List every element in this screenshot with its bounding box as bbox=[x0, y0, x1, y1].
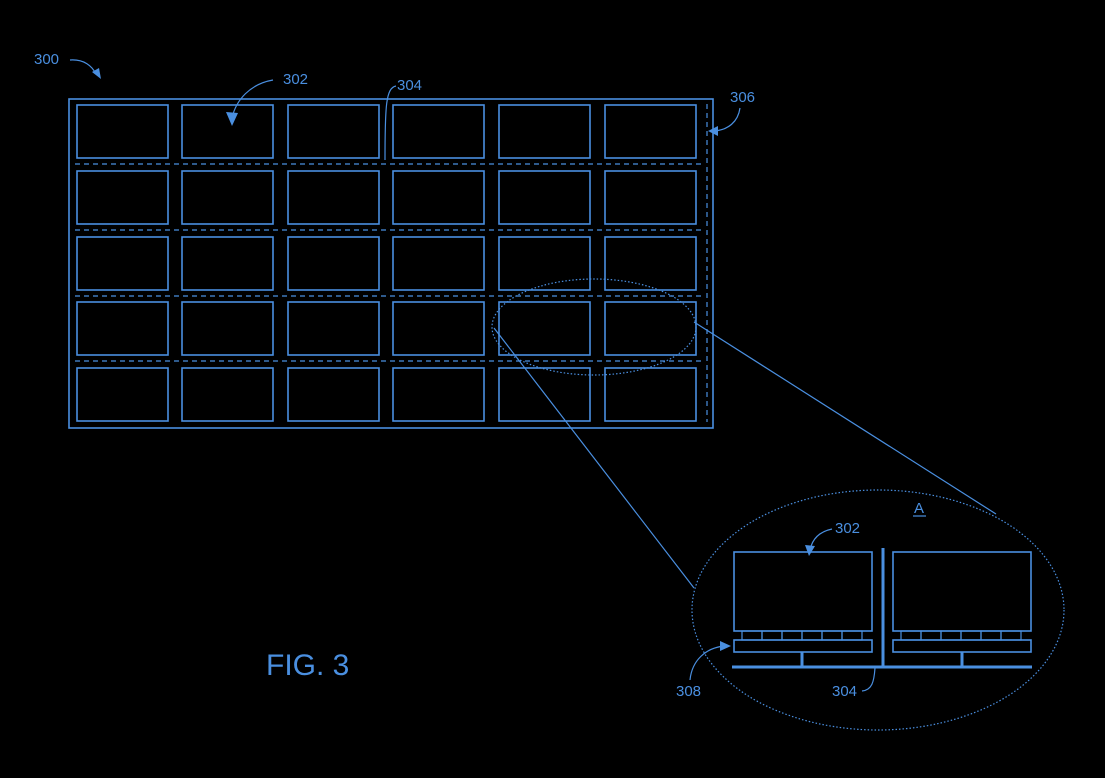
left-pad-2 bbox=[762, 631, 782, 640]
left-pad-5 bbox=[822, 631, 842, 640]
panel-r2-c1 bbox=[77, 171, 168, 224]
panel-r3-c4 bbox=[393, 237, 484, 290]
panel-r4-c5 bbox=[499, 302, 590, 355]
ref-300-leader bbox=[70, 60, 96, 74]
zoom-line-left bbox=[494, 328, 694, 588]
panel-r4-c2 bbox=[182, 302, 273, 355]
ref-304-detail: 304 bbox=[832, 683, 857, 700]
detail-ellipse bbox=[692, 490, 1064, 730]
panel-r2-c3 bbox=[288, 171, 379, 224]
right-pad-6 bbox=[1001, 631, 1021, 640]
panel-r4-c3 bbox=[288, 302, 379, 355]
panel-r2-c5 bbox=[499, 171, 590, 224]
ref-302-detail-arrow bbox=[805, 545, 815, 556]
panel-r5-c4 bbox=[393, 368, 484, 421]
ref-304-detail-leader bbox=[862, 668, 875, 691]
ref-308-leader bbox=[690, 646, 724, 680]
ref-302: 302 bbox=[283, 71, 308, 88]
left-pad-3 bbox=[782, 631, 802, 640]
panel-array-frame bbox=[69, 99, 713, 428]
ref-306: 306 bbox=[730, 89, 755, 106]
panel-r2-c6 bbox=[605, 171, 696, 224]
figure-title: FIG. 3 bbox=[266, 649, 349, 682]
panel-r3-c5 bbox=[499, 237, 590, 290]
zoom-line-right bbox=[694, 322, 996, 514]
left-pad-1 bbox=[742, 631, 762, 640]
ref-302-arrow bbox=[226, 112, 238, 126]
zoom-region-ellipse bbox=[492, 279, 696, 375]
ref-304: 304 bbox=[397, 77, 422, 94]
ref-304-leader bbox=[385, 86, 396, 160]
detail-panel-right bbox=[893, 552, 1031, 631]
left-pad-4 bbox=[802, 631, 822, 640]
panel-r1-c1 bbox=[77, 105, 168, 158]
panel-r1-c6 bbox=[605, 105, 696, 158]
panel-r5-c2 bbox=[182, 368, 273, 421]
ref-302-detail: 302 bbox=[835, 520, 860, 537]
right-pad-5 bbox=[981, 631, 1001, 640]
panel-r3-c3 bbox=[288, 237, 379, 290]
panel-r3-c6 bbox=[605, 237, 696, 290]
panel-r5-c6 bbox=[605, 368, 696, 421]
panel-r1-c5 bbox=[499, 105, 590, 158]
ref-308-arrow bbox=[720, 641, 731, 651]
panel-r2-c2 bbox=[182, 171, 273, 224]
panel-r3-c1 bbox=[77, 237, 168, 290]
panel-r2-c4 bbox=[393, 171, 484, 224]
panel-r1-c3 bbox=[288, 105, 379, 158]
ref-300: 300 bbox=[34, 51, 59, 68]
detail-label: A bbox=[914, 500, 924, 517]
right-pad-4 bbox=[961, 631, 981, 640]
panel-r4-c1 bbox=[77, 302, 168, 355]
right-pad-1 bbox=[901, 631, 921, 640]
detail-panel-left bbox=[734, 552, 872, 631]
panel-grid bbox=[77, 105, 696, 421]
right-pad-3 bbox=[941, 631, 961, 640]
panel-r3-c2 bbox=[182, 237, 273, 290]
panel-r4-c6 bbox=[605, 302, 696, 355]
panel-r5-c1 bbox=[77, 368, 168, 421]
panel-r1-c4 bbox=[393, 105, 484, 158]
left-pad-6 bbox=[842, 631, 862, 640]
ref-308: 308 bbox=[676, 683, 701, 700]
panel-r5-c3 bbox=[288, 368, 379, 421]
row-dividers bbox=[75, 164, 705, 361]
detail-connector-right bbox=[893, 640, 1031, 652]
right-pad-2 bbox=[921, 631, 941, 640]
panel-r4-c4 bbox=[393, 302, 484, 355]
detail-connector-left bbox=[734, 640, 872, 652]
